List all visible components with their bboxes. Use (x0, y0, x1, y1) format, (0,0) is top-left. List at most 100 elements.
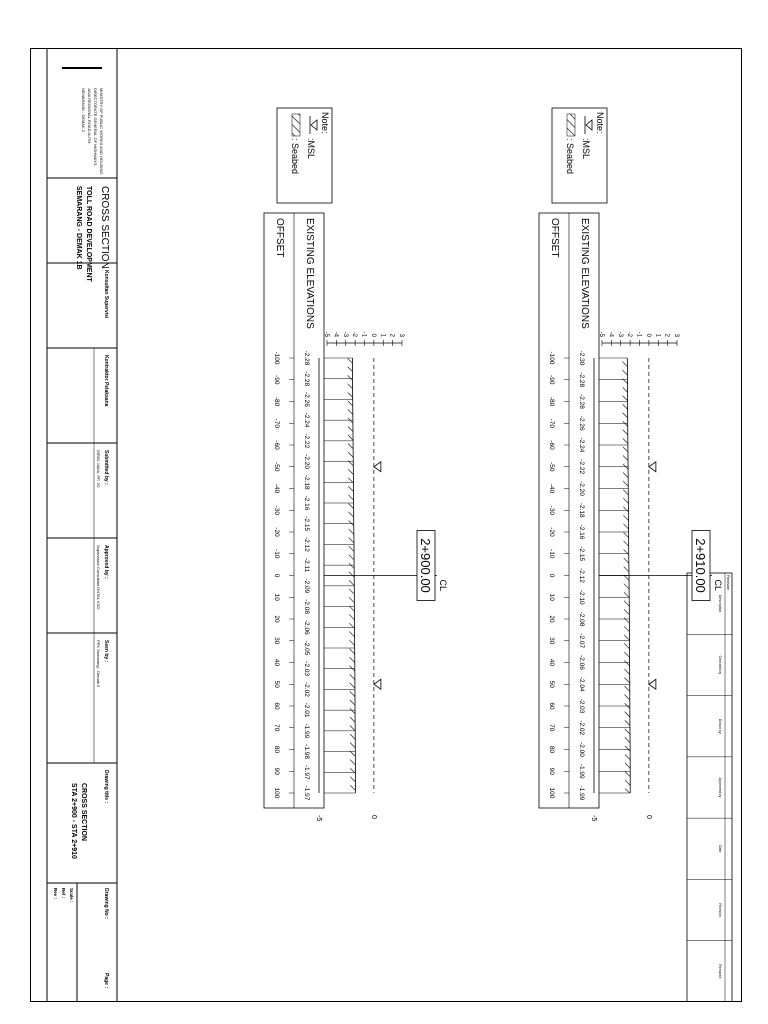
offset-value: -100 (548, 351, 555, 364)
elevation-value: -2.09 (303, 578, 310, 593)
offset-value: -90 (548, 375, 555, 385)
note-seabed: : Seabed (290, 138, 300, 174)
elevation-scale-label: -5 (598, 332, 604, 338)
elevation-scale-label: 0 (370, 334, 376, 338)
elevation-value: -1.97 (303, 765, 310, 780)
station-label: 2+900.00 (418, 538, 433, 593)
elevation-value: -2.20 (578, 481, 585, 496)
offset-value: 50 (273, 681, 280, 689)
offset-value: 70 (548, 724, 555, 732)
elevation-value: -2.05 (303, 641, 310, 656)
elevation-value: -2.12 (303, 537, 310, 552)
offset-value: 50 (548, 681, 555, 689)
elevation-scale-label: 0 (645, 334, 651, 338)
right-axis-label: -5 (315, 815, 322, 821)
elevation-value: -2.26 (303, 392, 310, 407)
offset-value: -30 (273, 506, 280, 516)
elevation-value: -2.02 (578, 720, 585, 735)
ministry-line-1: MINISTRY OF PUBLIC WORKS AND HOUSING (99, 88, 104, 175)
elevation-value: -2.26 (578, 416, 585, 431)
elevation-value: -2.08 (303, 599, 310, 614)
elevation-value: -2.28 (303, 371, 310, 386)
elevation-value: -2.16 (578, 525, 585, 540)
note-box (551, 107, 608, 204)
elevation-scale-label: 2 (389, 334, 395, 338)
elevation-value: -2.06 (303, 620, 310, 635)
section-2910: EXISTING ELEVATIONSOFFSET3210-1-2-3-4-5-… (538, 107, 723, 821)
msl-marker-icon (648, 678, 657, 691)
note-title: Note: (320, 112, 330, 134)
offset-label: OFFSET (274, 218, 285, 257)
elevation-value: -2.15 (303, 516, 310, 531)
offset-value: 70 (273, 724, 280, 732)
drawing-no-label: Drawing No : (103, 888, 109, 919)
project-line-2: SEMARANG - DEMAK 1B (75, 186, 82, 270)
cross-section-drawing: MINISTRY OF PUBLIC WORKS AND HOUSING DIR… (46, 47, 733, 1003)
drawing-canvas: MINISTRY OF PUBLIC WORKS AND HOUSING DIR… (30, 47, 742, 1003)
drawing-title-label: Drawing title : (103, 770, 109, 803)
rev-label: Rev : (53, 888, 58, 900)
elevation-value: -2.11 (303, 558, 310, 573)
offset-value: -70 (548, 419, 555, 429)
elevation-scale-label: -4 (607, 332, 613, 338)
elevation-scale-label: 1 (654, 334, 660, 338)
offset-value: -10 (548, 549, 555, 559)
konsultan-supervisi-label: Konsultan Supervisi (103, 270, 109, 319)
offset-value: 0 (273, 574, 280, 578)
elevation-scale-label: -1 (636, 332, 642, 338)
seabed-legend-icon (291, 113, 301, 137)
elevation-value: -1.99 (578, 786, 585, 801)
elevation-value: -2.28 (578, 394, 585, 409)
elevation-value: -2.07 (578, 633, 585, 648)
elevation-value: -2.24 (578, 438, 585, 453)
offset-value: -30 (548, 506, 555, 516)
msl-legend-icon (585, 119, 593, 131)
offset-value: 40 (273, 659, 280, 667)
offset-value: -60 (273, 440, 280, 450)
note-title: Note: (595, 112, 605, 134)
offset-value: 90 (548, 768, 555, 776)
seen-by-label: Seen by : (103, 640, 109, 663)
revision-table-column: Revision (718, 903, 722, 916)
elevation-value: -1.98 (303, 744, 310, 759)
centerline-label: CL (713, 580, 723, 592)
note-msl: :MSL (306, 138, 316, 159)
offset-value: -10 (273, 549, 280, 559)
offset-value: 30 (548, 637, 555, 645)
elevation-value: -2.18 (578, 503, 585, 518)
offset-value: 80 (273, 746, 280, 754)
msl-marker-icon (373, 460, 382, 473)
elevation-value: -2.04 (578, 677, 585, 692)
section-2900: EXISTING ELEVATIONSOFFSET3210-1-2-3-4-5-… (263, 107, 448, 821)
seen-name: PPK Semarang - Demak 2 (96, 640, 101, 688)
offset-value: 20 (273, 615, 280, 623)
ministry-line-4: SEMARANG - DEMAK 2 (81, 88, 86, 133)
elevation-value: -1.99 (303, 723, 310, 738)
revision-table-column: Drawn by (718, 719, 722, 734)
elevation-value: -2.30 (578, 351, 585, 366)
existing-elevations-label: EXISTING ELEVATIONS (304, 218, 315, 329)
elevation-scale-label: -4 (332, 332, 338, 338)
ministry-line-3: JAVA REGIONAL ROAD AUTH. (87, 88, 92, 144)
ref-label: Ref : (61, 888, 66, 899)
drawing-title-2: STA 2+900 - STA 2+910 (70, 783, 77, 859)
elevation-value: -2.16 (303, 496, 310, 511)
station-label: 2+910.00 (693, 538, 708, 593)
offset-value: -40 (548, 484, 555, 494)
offset-value: -90 (273, 375, 280, 385)
elevation-value: -1.97 (303, 786, 310, 801)
elevation-scale-label: -2 (351, 332, 357, 338)
elevation-scale-label: 2 (664, 334, 670, 338)
elevation-value: -2.12 (578, 568, 585, 583)
offset-value: -70 (273, 419, 280, 429)
title-block: MINISTRY OF PUBLIC WORKS AND HOUSING DIR… (46, 47, 118, 1003)
offset-label: OFFSET (549, 218, 560, 257)
elevation-value: -2.08 (578, 612, 585, 627)
offset-value: -60 (548, 440, 555, 450)
sheet-border (30, 48, 742, 1002)
kontraktor-pelaksana-label: Kontraktor Pelaksana (103, 355, 109, 407)
elevation-value: -2.02 (303, 682, 310, 697)
submitted-by-label: Submitted by : (103, 450, 109, 485)
elevation-value: -1.99 (578, 764, 585, 779)
